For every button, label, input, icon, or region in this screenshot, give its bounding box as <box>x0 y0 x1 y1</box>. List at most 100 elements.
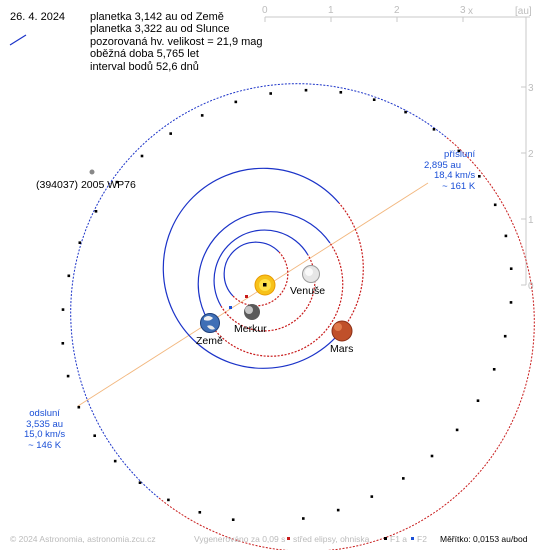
orbit-interval-point <box>430 454 434 458</box>
orbit-interval-point <box>457 149 461 153</box>
direction-arrow <box>9 34 27 46</box>
orbit-interval-point <box>269 92 272 95</box>
orbit-interval-point <box>503 334 507 338</box>
aphelion-title: odsluní <box>29 408 60 419</box>
orbit-interval-point <box>138 481 142 484</box>
venus-planet <box>302 265 320 283</box>
mars-planet <box>331 320 353 342</box>
footer: © 2024 Astronomia, astronomia.zcu.cz Vyg… <box>0 529 550 547</box>
x-tick-3: 3 <box>460 5 466 16</box>
orbit-interval-point <box>113 459 117 463</box>
mars-orbit-red <box>338 202 364 331</box>
asteroid-orbit-red-arc <box>158 136 535 550</box>
info-line-magnitude: pozorovaná hv. velikost = 21,9 mag <box>90 35 263 48</box>
f2-legend-marker <box>411 537 414 540</box>
orbit-interval-point <box>61 308 65 311</box>
mercury-label: Merkur <box>234 323 267 335</box>
orbit-interval-point <box>336 508 340 512</box>
venus-label: Venuše <box>290 285 325 297</box>
info-line-period: oběžná doba 5,765 let <box>90 48 199 61</box>
orbit-interval-point <box>339 91 343 94</box>
orbit-interval-points <box>61 88 513 521</box>
copyright-text: © 2024 Astronomia, astronomia.zcu.cz <box>10 534 156 544</box>
orbit-interval-point <box>231 518 235 521</box>
perihelion-distance: 2,895 au <box>424 159 461 171</box>
perihelion-speed: 18,4 km/s <box>434 170 476 181</box>
orbit-interval-point <box>78 241 82 244</box>
info-panel: planetka 3,142 au od Země planetka 3,322… <box>90 11 263 73</box>
axes <box>264 16 530 286</box>
venus-orbit-red <box>220 254 316 332</box>
x-tick-0: 0 <box>262 5 268 16</box>
aphelion-speed: 15,0 km/s <box>24 429 66 440</box>
mars-orbit-blue <box>162 167 343 369</box>
orbit-interval-point <box>167 498 170 502</box>
orbit-interval-point <box>93 434 96 437</box>
asteroid-marker <box>89 169 95 175</box>
asteroid-label: (394037) 2005 WP76 <box>36 179 136 191</box>
orbit-interval-point <box>234 100 238 104</box>
focus-f2-marker <box>229 306 232 309</box>
orbit-interval-point <box>198 511 202 514</box>
info-line-interval: interval bodů 52,6 dnů <box>90 60 199 73</box>
mercury-planet <box>244 304 260 320</box>
generated-text: Vygenerováno za 0,09 s <box>194 534 286 544</box>
orbit-interval-point <box>140 154 144 158</box>
ellipse-center-marker <box>245 295 248 298</box>
orbit-interval-point <box>302 517 305 520</box>
orbit-interval-point <box>404 110 407 114</box>
orbit-interval-point <box>304 88 308 92</box>
planet-orbits <box>162 167 364 369</box>
info-line-sun-distance: planetka 3,322 au od Slunce <box>90 23 230 36</box>
mars-label: Mars <box>330 343 353 355</box>
x-tick-1: 1 <box>328 5 334 16</box>
perihelion-title: přísluní <box>444 149 476 160</box>
f1-legend-marker <box>384 537 387 540</box>
asteroid-orbit <box>70 83 535 550</box>
aphelion-temp: ~ 146 K <box>28 439 62 451</box>
info-line-earth-distance: planetka 3,142 au od Země <box>90 11 224 23</box>
x-axis-label: x <box>468 6 473 17</box>
orbit-interval-point <box>492 368 496 371</box>
orbit-interval-point <box>372 98 376 101</box>
scale-text: Měřítko: 0,0153 au/bod <box>440 534 528 544</box>
orbit-interval-point <box>370 495 374 498</box>
aphelion-distance: 3,535 au <box>26 418 64 430</box>
orbit-interval-point <box>67 274 71 278</box>
earth-orbit-blue <box>197 211 331 326</box>
orbit-interval-point <box>115 180 119 184</box>
earth-planet <box>200 313 220 333</box>
mercury-orbit-red <box>232 251 289 307</box>
sun <box>254 274 276 296</box>
y-tick-2: 2 <box>528 149 534 160</box>
orbit-interval-point <box>200 114 204 117</box>
orbit-interval-point <box>66 374 70 378</box>
f2-legend-text: F2 <box>417 534 427 544</box>
aphelion-info: odsluní 3,535 au 15,0 km/s ~ 146 K <box>24 408 66 451</box>
orbit-interval-point <box>94 210 98 213</box>
apsis-line <box>77 182 429 407</box>
f1-legend-text: F1 a <box>390 534 408 544</box>
asteroid-orbit-blue-arc <box>70 83 447 499</box>
earth-label: Země <box>196 335 223 347</box>
perihelion-info: přísluní 2,895 au 18,4 km/s ~ 161 K <box>424 149 476 192</box>
orbit-interval-point <box>77 405 81 409</box>
orbit-interval-point <box>478 175 481 178</box>
x-tick-2: 2 <box>394 5 400 16</box>
y-tick-1: 1 <box>528 215 534 226</box>
orbit-interval-point <box>402 477 405 480</box>
unit-label: [au] <box>515 6 532 17</box>
orbit-interval-point <box>432 128 436 131</box>
orbit-interval-point <box>61 342 65 345</box>
y-tick-0: 0 <box>528 281 534 292</box>
center-legend-text: střed elipsy, ohniska <box>293 534 370 544</box>
center-legend-marker <box>287 537 290 540</box>
perihelion-temp: ~ 161 K <box>442 180 476 192</box>
orbit-interval-point <box>476 399 480 402</box>
orbit-interval-point <box>509 267 513 270</box>
mercury-orbit-blue <box>223 241 280 297</box>
orbit-interval-point <box>455 428 459 432</box>
orbit-interval-point <box>169 132 172 135</box>
orbit-interval-point <box>509 301 513 304</box>
